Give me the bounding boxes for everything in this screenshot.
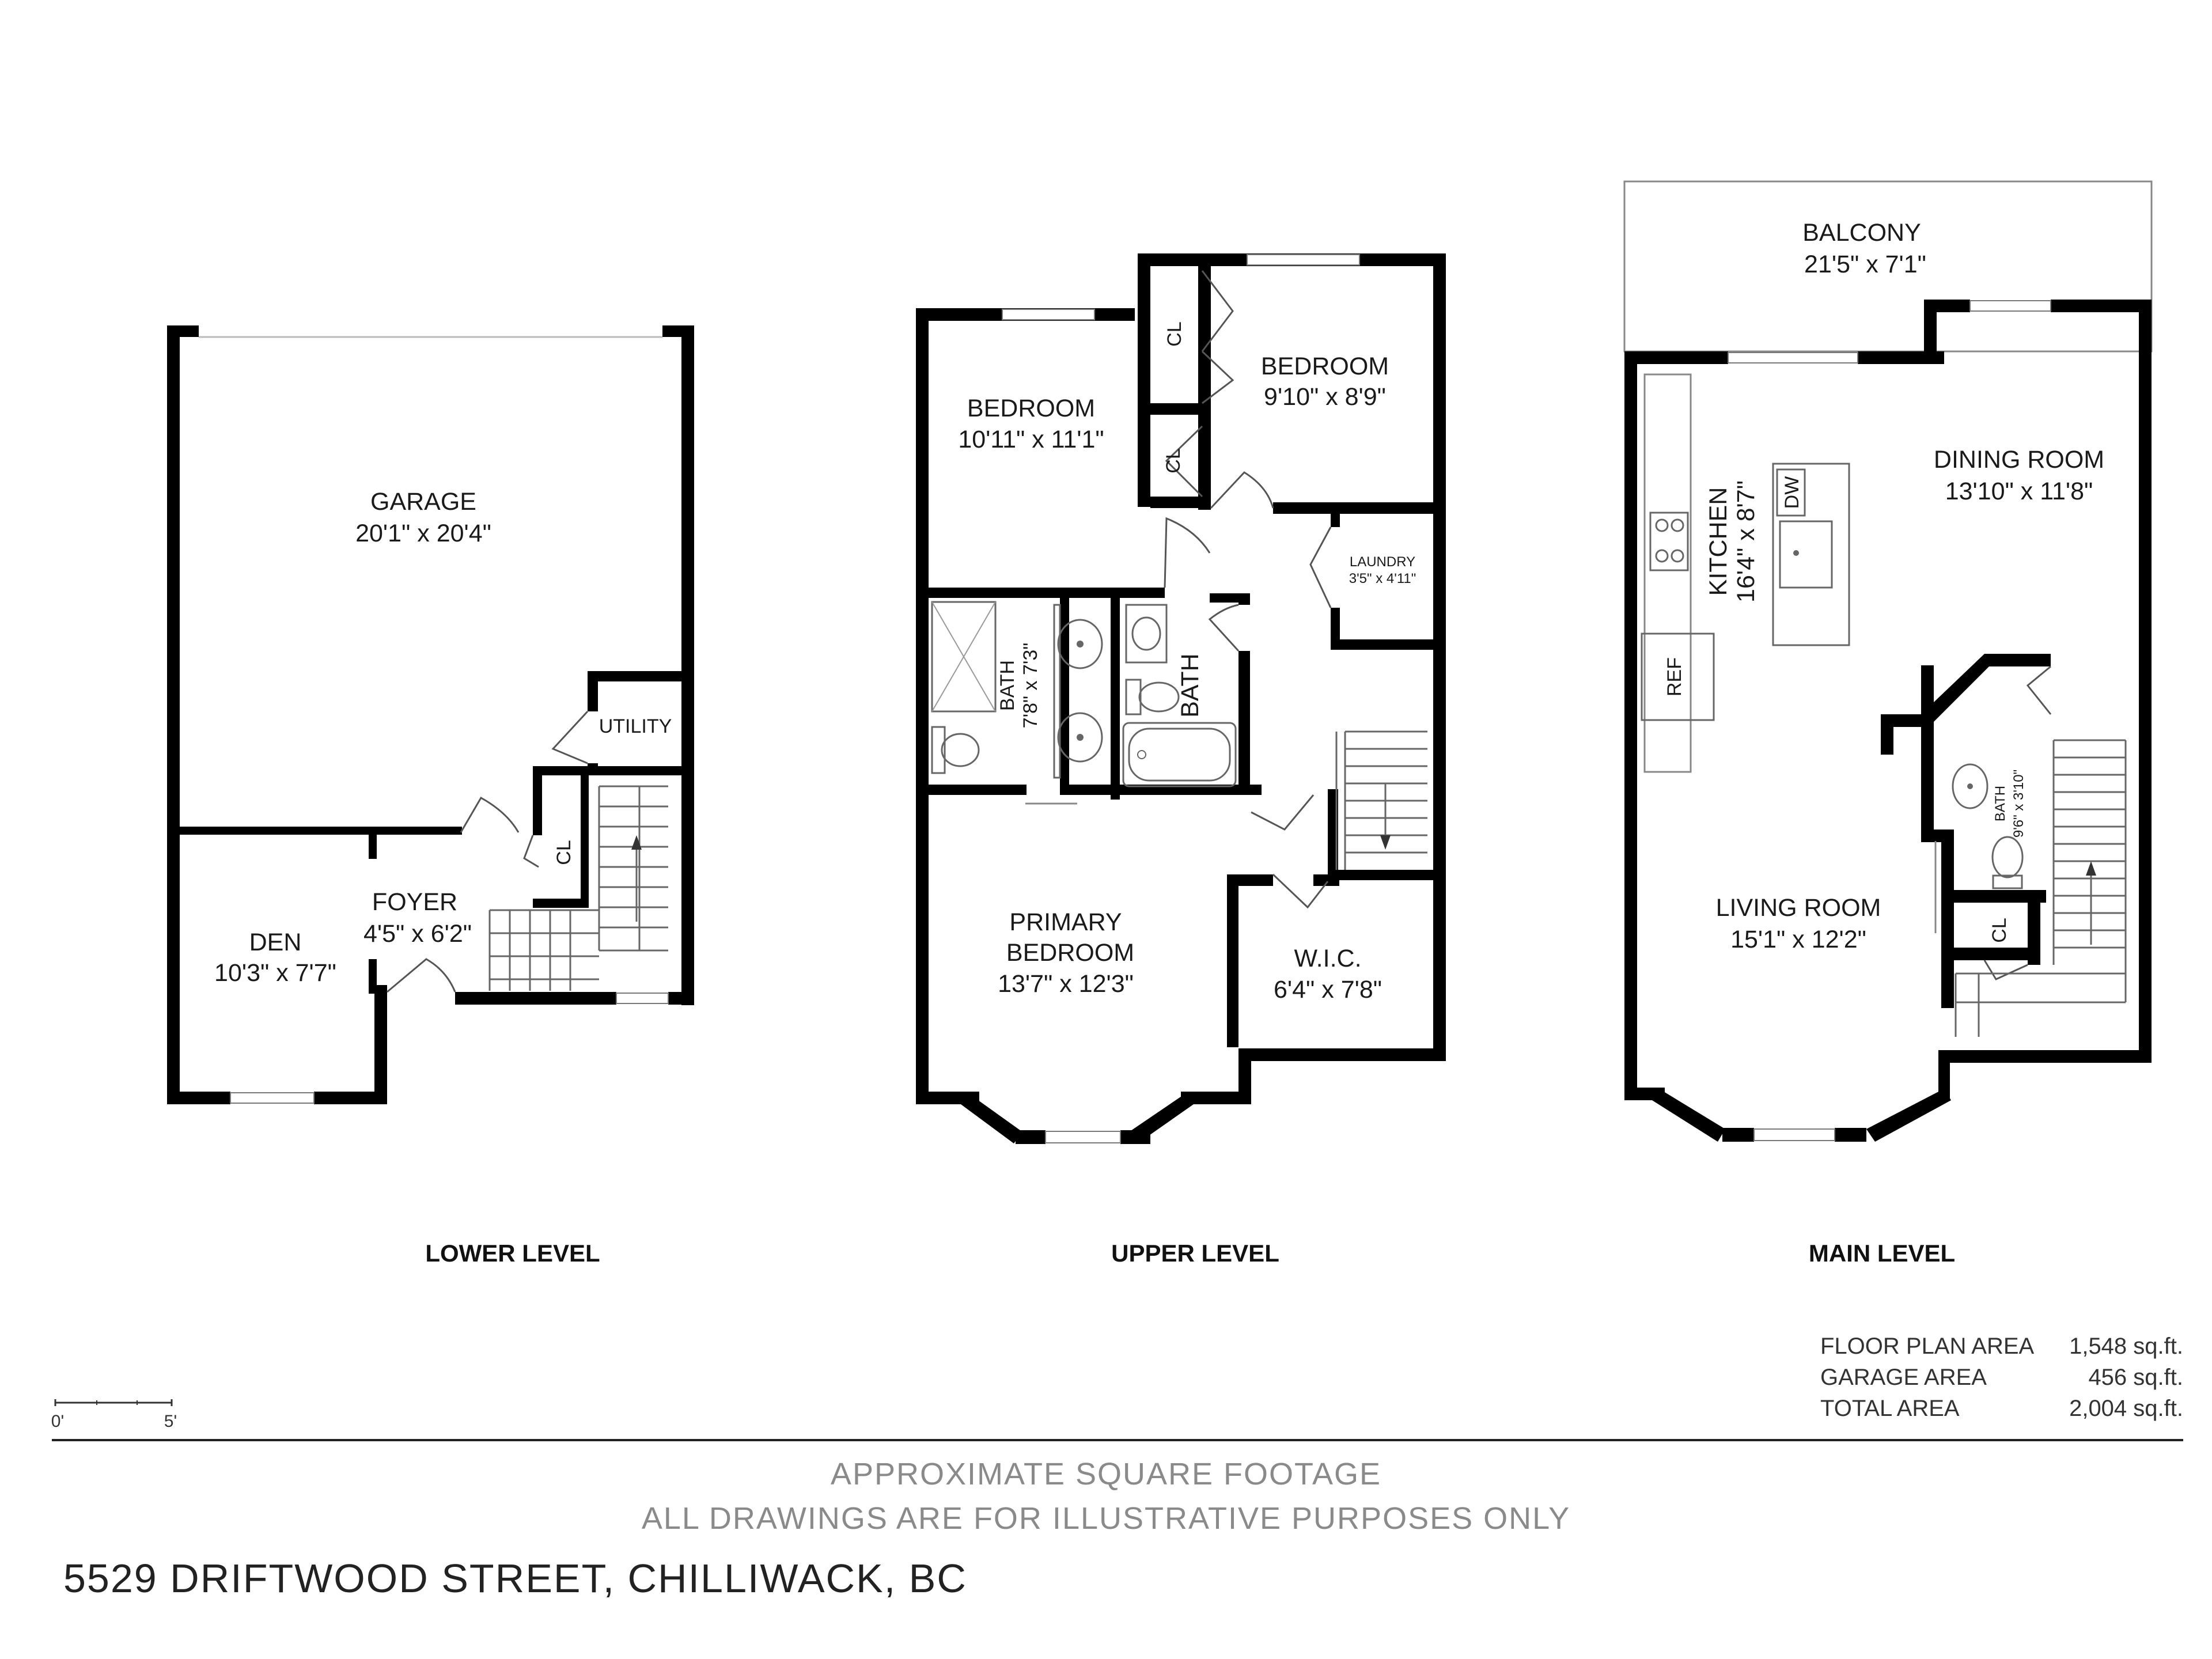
lower-cl-label: CL bbox=[553, 840, 575, 865]
area-label: FLOOR PLAN AREA bbox=[1820, 1334, 2035, 1359]
kitchen-label: KITCHEN bbox=[1705, 487, 1732, 596]
balcony-dims: 21'5" x 7'1" bbox=[1804, 251, 1926, 278]
lower-level-plan: GARAGE 20'1" x 20'4" UTILITY CL FOYER 4'… bbox=[167, 325, 694, 1267]
area-row-garage: GARAGE AREA 456 sq.ft. bbox=[1820, 1362, 2183, 1393]
upper-bedroom-2-label: BEDROOM bbox=[1261, 353, 1389, 380]
property-address: 5529 DRIFTWOOD STREET, CHILLIWACK, BC bbox=[63, 1556, 967, 1601]
wic-dims: 6'4" x 7'8" bbox=[1274, 976, 1382, 1003]
disclaimer-line-1: APPROXIMATE SQUARE FOOTAGE bbox=[830, 1457, 1382, 1491]
lower-level-title: LOWER LEVEL bbox=[425, 1240, 600, 1267]
upper-bedroom-2-dims: 9'10" x 8'9" bbox=[1264, 383, 1386, 411]
primary-bedroom-label-1: PRIMARY bbox=[1009, 908, 1122, 936]
primary-bedroom-dims: 13'7" x 12'3" bbox=[998, 970, 1134, 998]
main-level-plan: BALCONY 21'5" x 7'1" KITCHEN 16'4" x 8'7… bbox=[1623, 180, 2153, 1267]
area-value: 2,004 sq.ft. bbox=[2069, 1396, 2183, 1421]
foyer-label: FOYER bbox=[372, 888, 457, 916]
den-dims: 10'3" x 7'7" bbox=[214, 959, 336, 987]
area-value: 456 sq.ft. bbox=[2088, 1365, 2183, 1390]
area-value: 1,548 sq.ft. bbox=[2069, 1334, 2183, 1359]
dishwasher-label: DW bbox=[1781, 476, 1803, 509]
upper-cl-2-label: CL bbox=[1162, 448, 1184, 473]
foyer-dims: 4'5" x 6'2" bbox=[363, 920, 472, 948]
upper-cl-1-label: CL bbox=[1164, 321, 1185, 346]
main-level-title: MAIN LEVEL bbox=[1809, 1240, 1955, 1267]
garage-label: GARAGE bbox=[370, 488, 476, 516]
ensuite-dims: 7'8" x 7'3" bbox=[1020, 643, 1041, 729]
upper-level-plan: BEDROOM 10'11" x 11'1" BEDROOM 9'10" x 8… bbox=[916, 253, 1446, 1267]
den-label: DEN bbox=[249, 929, 302, 956]
utility-label: UTILITY bbox=[599, 715, 672, 737]
area-row-total: TOTAL AREA 2,004 sq.ft. bbox=[1820, 1393, 2183, 1424]
main-bath-label: BATH bbox=[1993, 786, 2008, 821]
disclaimer-line-2: ALL DRAWINGS ARE FOR ILLUSTRATIVE PURPOS… bbox=[641, 1501, 1571, 1536]
main-bath-dims: 9'6" x 3'10" bbox=[2011, 770, 2027, 838]
scale-end-label: 5' bbox=[164, 1412, 177, 1431]
scale-bar: 0' 5' bbox=[51, 1399, 177, 1431]
upper-bedroom-1-label: BEDROOM bbox=[967, 395, 1095, 422]
area-summary: FLOOR PLAN AREA 1,548 sq.ft. GARAGE AREA… bbox=[1820, 1331, 2183, 1424]
upper-bath-label: BATH bbox=[1176, 653, 1204, 718]
laundry-dims: 3'5" x 4'11" bbox=[1349, 571, 1416, 586]
kitchen-dims: 16'4" x 8'7" bbox=[1732, 480, 1760, 603]
scale-start-label: 0' bbox=[51, 1412, 64, 1431]
garage-dims: 20'1" x 20'4" bbox=[355, 520, 491, 547]
dining-room-dims: 13'10" x 11'8" bbox=[1945, 478, 2093, 505]
laundry-label: LAUNDRY bbox=[1350, 554, 1415, 570]
divider-line bbox=[52, 1439, 2183, 1441]
fridge-label: REF bbox=[1664, 657, 1685, 696]
wic-label: W.I.C. bbox=[1294, 945, 1361, 972]
primary-bedroom-label-2: BEDROOM bbox=[1006, 939, 1134, 967]
upper-level-title: UPPER LEVEL bbox=[1111, 1240, 1279, 1267]
upper-bedroom-1-dims: 10'11" x 11'1" bbox=[958, 426, 1104, 453]
living-room-dims: 15'1" x 12'2" bbox=[1730, 926, 1866, 953]
balcony-label: BALCONY bbox=[1802, 219, 1921, 247]
ensuite-label: BATH bbox=[997, 660, 1018, 711]
dining-room-label: DINING ROOM bbox=[1934, 446, 2104, 474]
living-room-label: LIVING ROOM bbox=[1716, 894, 1881, 922]
area-label: GARAGE AREA bbox=[1820, 1365, 1987, 1390]
main-cl-label: CL bbox=[1988, 918, 2010, 942]
area-label: TOTAL AREA bbox=[1820, 1396, 1960, 1421]
area-row-floor-plan: FLOOR PLAN AREA 1,548 sq.ft. bbox=[1820, 1331, 2183, 1362]
